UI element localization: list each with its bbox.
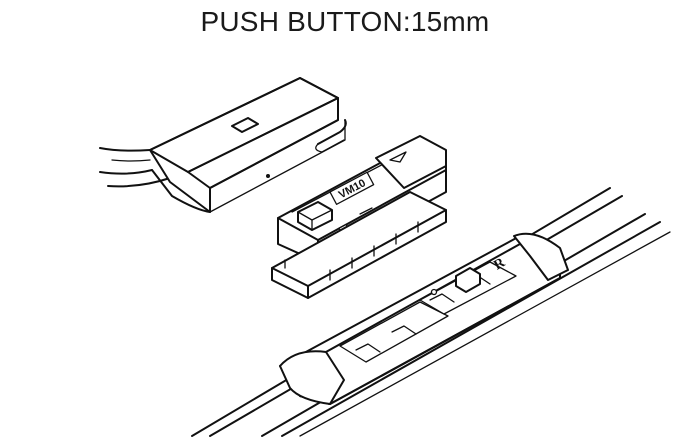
adapter-clip: VM10 <box>271 135 447 299</box>
wiper-blade: R <box>191 187 671 437</box>
push-button <box>297 201 333 231</box>
wiper-arm <box>99 77 347 213</box>
diagram-title: PUSH BUTTON:15mm <box>200 6 490 37</box>
arrow-marking-icon <box>389 151 407 163</box>
